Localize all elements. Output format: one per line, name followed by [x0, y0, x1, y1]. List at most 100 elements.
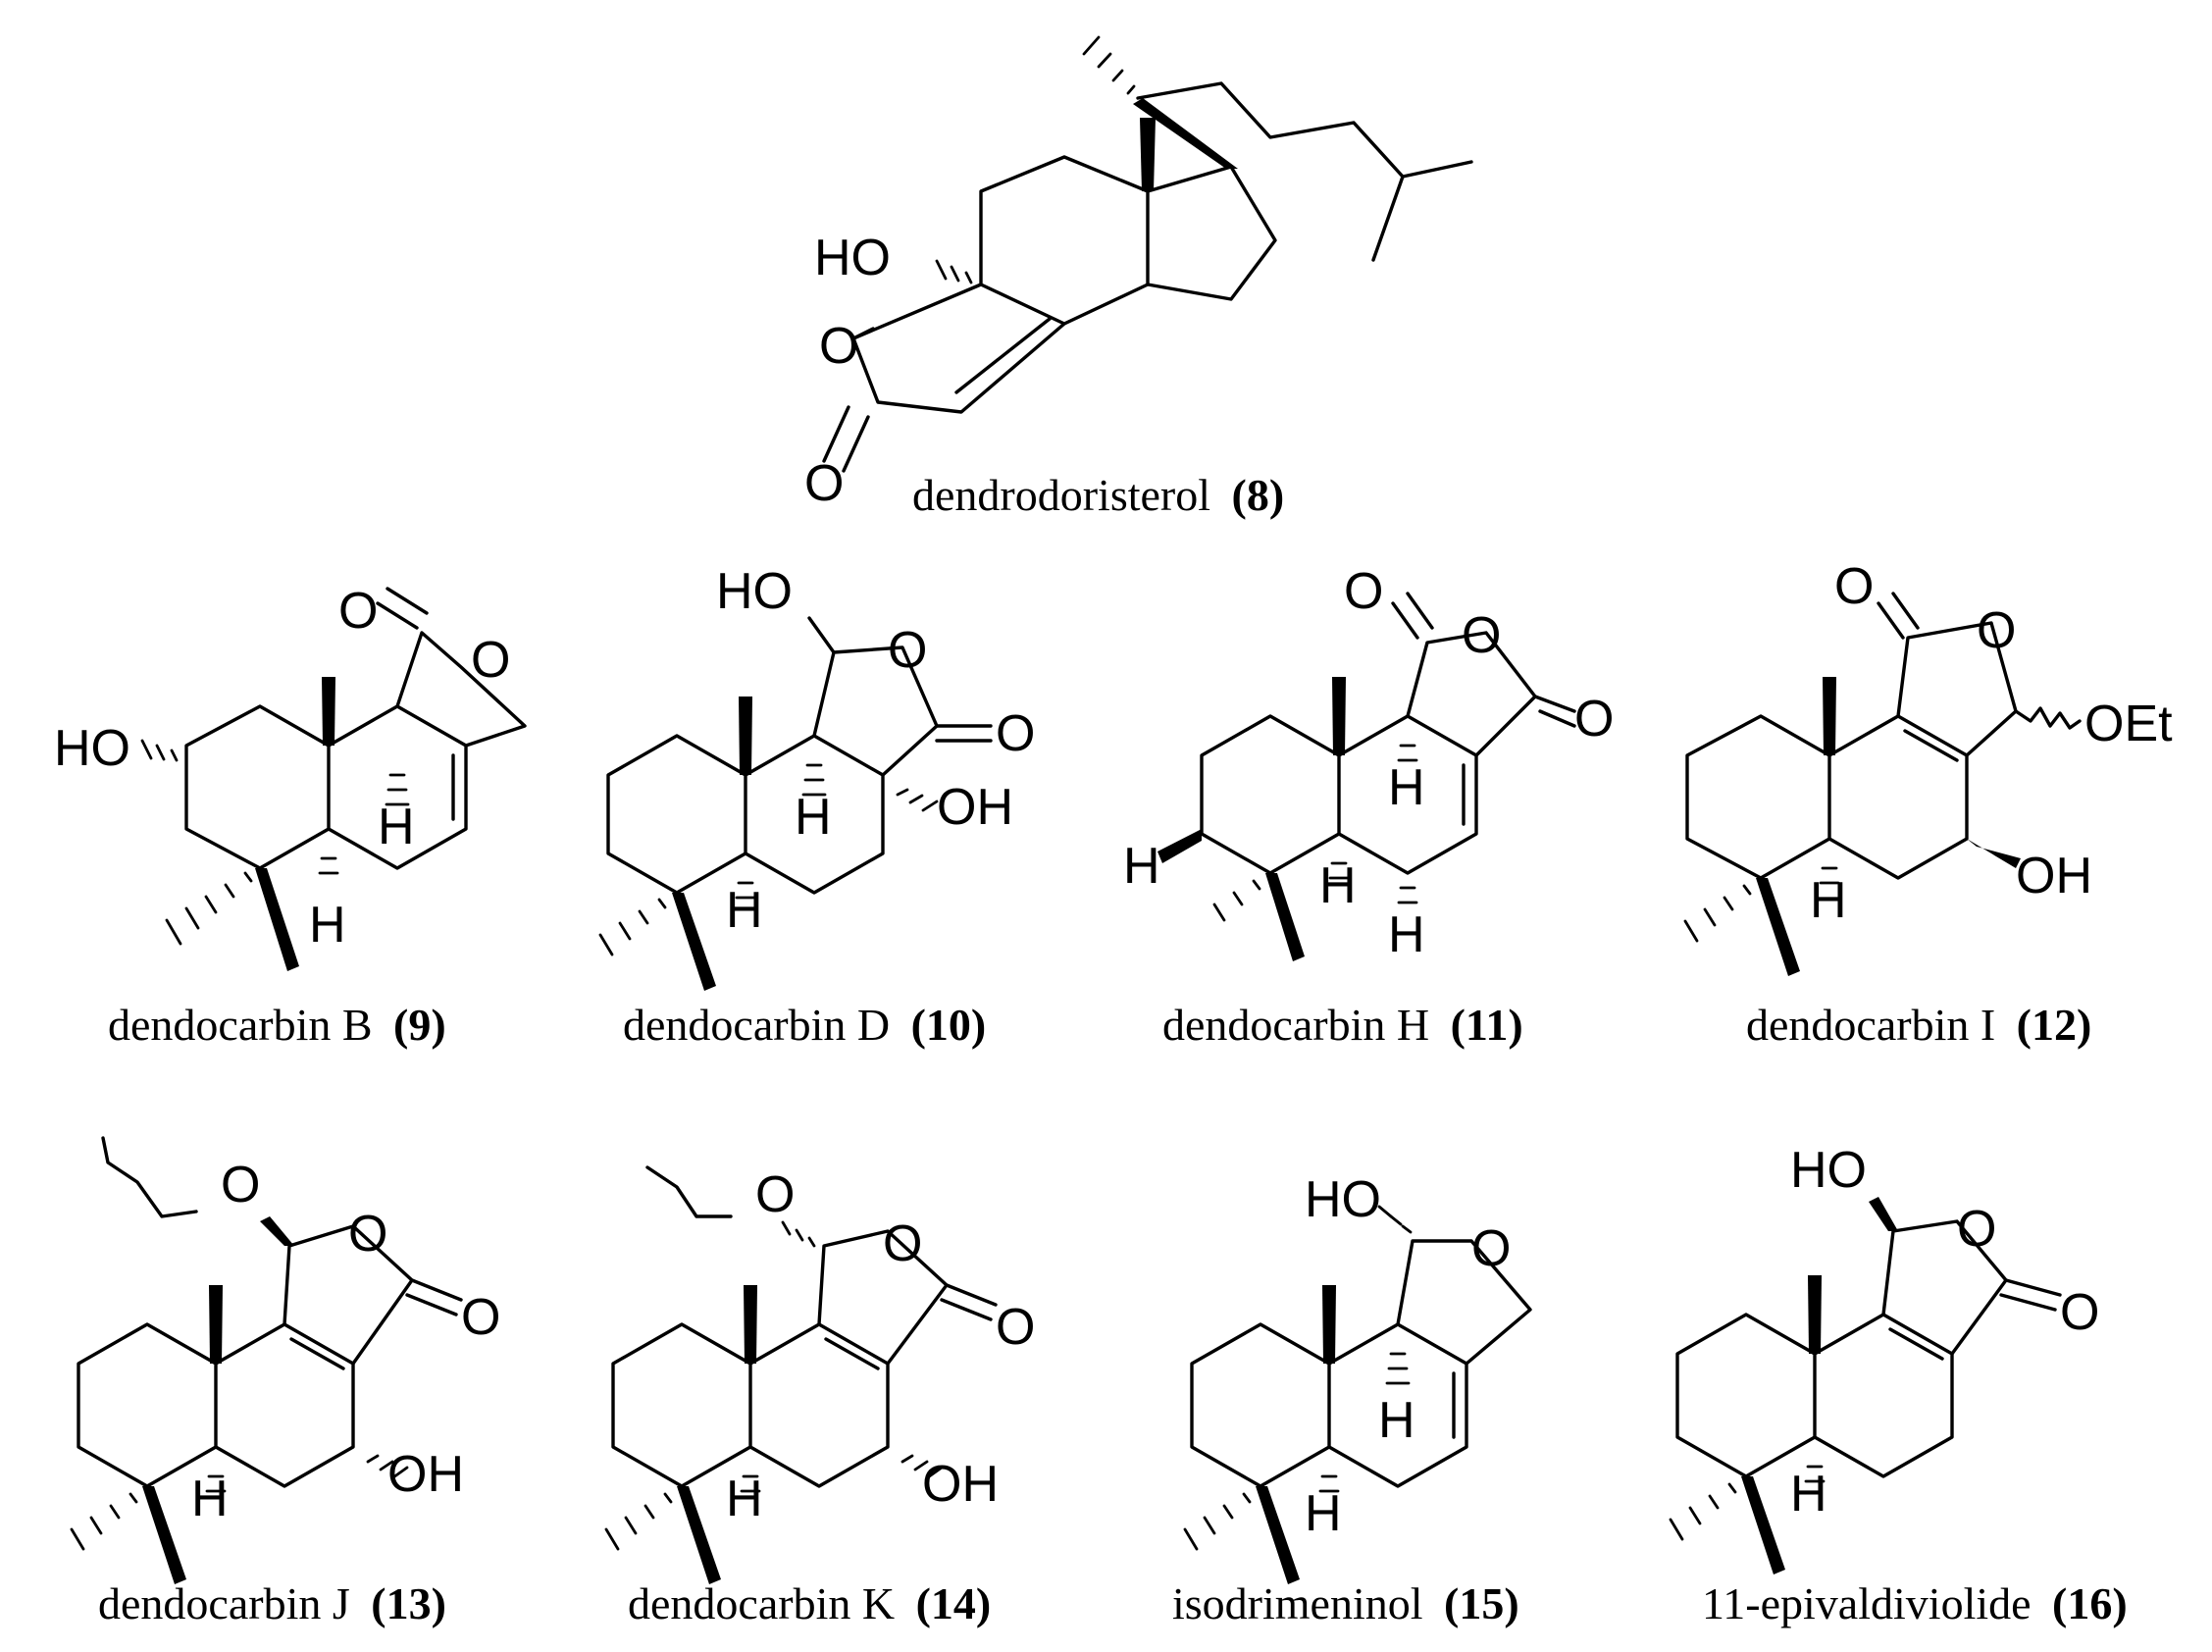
- atom-label-H: H: [1810, 872, 1847, 929]
- compound-label-13: dendocarbin J (13): [98, 1578, 446, 1628]
- compound-label-12: dendocarbin I (12): [1746, 1000, 2091, 1050]
- compound-label-10: dendocarbin D (10): [623, 1000, 986, 1050]
- atom-label-O: O: [883, 1215, 922, 1272]
- atom-label-OH: OH: [937, 779, 1013, 836]
- atom-label-O: O: [996, 705, 1035, 762]
- atom-label-OH: OH: [387, 1446, 464, 1503]
- structure-11-epivaldiviolide: HO O O H 11-epivaldiviolide (16): [1669, 1142, 2128, 1628]
- atom-label-H: H: [191, 1471, 229, 1527]
- hashed-bond: [604, 1492, 673, 1551]
- atom-label-H: H: [309, 897, 346, 954]
- structure-dendocarbin-H: O O O H H H H dendocarbin H (11): [1123, 563, 1614, 1050]
- atom-label-HO: HO: [1790, 1142, 1867, 1199]
- compound-label-14: dendocarbin K (14): [628, 1578, 991, 1628]
- atom-label-OH: OH: [2016, 848, 2092, 904]
- atom-label-H: H: [795, 789, 832, 846]
- hashed-bond: [1328, 744, 1418, 904]
- compound-name: isodrimeninol: [1172, 1578, 1423, 1628]
- atom-label-HO: HO: [814, 230, 891, 286]
- compound-number: (11): [1451, 1000, 1523, 1050]
- atom-label-OH: OH: [922, 1456, 999, 1513]
- atom-label-O: O: [1834, 558, 1874, 615]
- compound-name: dendrodoristerol: [912, 470, 1210, 520]
- compound-name: dendocarbin D: [623, 1000, 890, 1050]
- atom-label-O: O: [1344, 563, 1383, 620]
- atom-label-HO: HO: [1305, 1171, 1381, 1228]
- hashed-bond: [318, 773, 410, 875]
- hashed-bond: [1683, 884, 1752, 943]
- atom-label-H: H: [378, 799, 415, 855]
- atom-label-O: O: [471, 632, 510, 689]
- atom-label-O: O: [804, 455, 844, 512]
- hashed-bond: [1804, 1465, 1826, 1483]
- structure-dendocarbin-D: HO O O OH H H dendocarbin D (10): [598, 563, 1035, 1050]
- atom-label-O: O: [221, 1157, 260, 1213]
- structure-dendocarbin-I: O O OEt OH H dendocarbin I (12): [1683, 558, 2173, 1050]
- structure-dendrodoristerol: HO O O dendrodoristerol (8): [804, 35, 1473, 520]
- compound-number: (16): [2052, 1578, 2128, 1628]
- hashed-bond: [1669, 1482, 1737, 1541]
- compound-number: (13): [371, 1578, 446, 1628]
- hashed-bond: [140, 739, 179, 762]
- compound-number: (12): [2017, 1000, 2092, 1050]
- hashed-bond: [1212, 879, 1261, 922]
- compound-name: dendocarbin K: [628, 1578, 895, 1628]
- atom-label-O: O: [1462, 607, 1501, 664]
- atom-label-O: O: [1574, 691, 1614, 748]
- compound-label-11: dendocarbin H (11): [1162, 1000, 1523, 1050]
- structure-dendocarbin-K: O O O OH H dendocarbin K (14): [604, 1165, 1035, 1628]
- atom-label-O: O: [1977, 602, 2016, 659]
- atom-label-O: O: [461, 1289, 500, 1346]
- hashed-bond: [935, 259, 973, 284]
- atom-label-H: H: [1378, 1392, 1415, 1449]
- compound-name: dendocarbin H: [1162, 1000, 1429, 1050]
- compound-label-15: isodrimeninol (15): [1172, 1578, 1519, 1628]
- hashed-bond: [598, 898, 667, 956]
- atom-label-O: O: [996, 1299, 1035, 1356]
- atom-label-O: O: [819, 318, 858, 375]
- hashed-bond: [781, 1220, 816, 1248]
- atom-label-O: O: [888, 622, 927, 679]
- hashed-bond: [165, 871, 253, 946]
- atom-label-H: H: [1388, 906, 1425, 963]
- hashed-bond: [1377, 1205, 1413, 1234]
- hashed-bond: [735, 763, 939, 900]
- compound-name: dendocarbin J: [98, 1578, 350, 1628]
- atom-label-HO: HO: [716, 563, 793, 620]
- structure-dendocarbin-J: O O O OH H dendocarbin J (13): [70, 1136, 500, 1628]
- atom-label-O: O: [755, 1166, 795, 1223]
- hashed-bond: [1819, 866, 1840, 885]
- atom-label-O: O: [1471, 1220, 1511, 1277]
- atom-label-O: O: [1957, 1201, 1996, 1258]
- hashed-bond: [1183, 1492, 1252, 1551]
- compound-name: dendocarbin I: [1746, 1000, 1995, 1050]
- atom-label-H: H: [1790, 1466, 1827, 1523]
- hashed-bond: [1082, 35, 1136, 95]
- atom-label-O: O: [338, 583, 378, 640]
- compound-number: (15): [1444, 1578, 1519, 1628]
- atom-label-HO: HO: [54, 720, 130, 777]
- hashed-bond: [740, 1454, 944, 1493]
- structure-isodrimeninol: HO O H H isodrimeninol (15): [1172, 1171, 1532, 1628]
- compound-label-8: dendrodoristerol (8): [912, 470, 1284, 520]
- hashed-bond: [205, 1454, 409, 1493]
- atom-label-H: H: [726, 882, 763, 939]
- atom-label-H: H: [726, 1471, 763, 1527]
- compound-label-9: dendocarbin B (9): [108, 1000, 446, 1050]
- atom-label-H: H: [1123, 838, 1160, 895]
- hashed-bond: [70, 1492, 138, 1551]
- structure-dendocarbin-B: HO O O H H dendocarbin B (9): [54, 583, 527, 1050]
- compound-number: (10): [911, 1000, 987, 1050]
- atom-label-H: H: [1388, 759, 1425, 816]
- atom-label-H: H: [1305, 1485, 1342, 1542]
- atom-label-H: H: [1319, 857, 1357, 914]
- atom-label-OEt: OEt: [2084, 696, 2173, 752]
- compound-name: dendocarbin B: [108, 1000, 373, 1050]
- compound-number: (14): [916, 1578, 992, 1628]
- compound-number: (9): [393, 1000, 446, 1050]
- compound-label-16: 11-epivaldiviolide (16): [1702, 1578, 2128, 1628]
- atom-label-O: O: [2060, 1284, 2099, 1341]
- compound-name: 11-epivaldiviolide: [1702, 1578, 2032, 1628]
- atom-label-O: O: [348, 1206, 387, 1263]
